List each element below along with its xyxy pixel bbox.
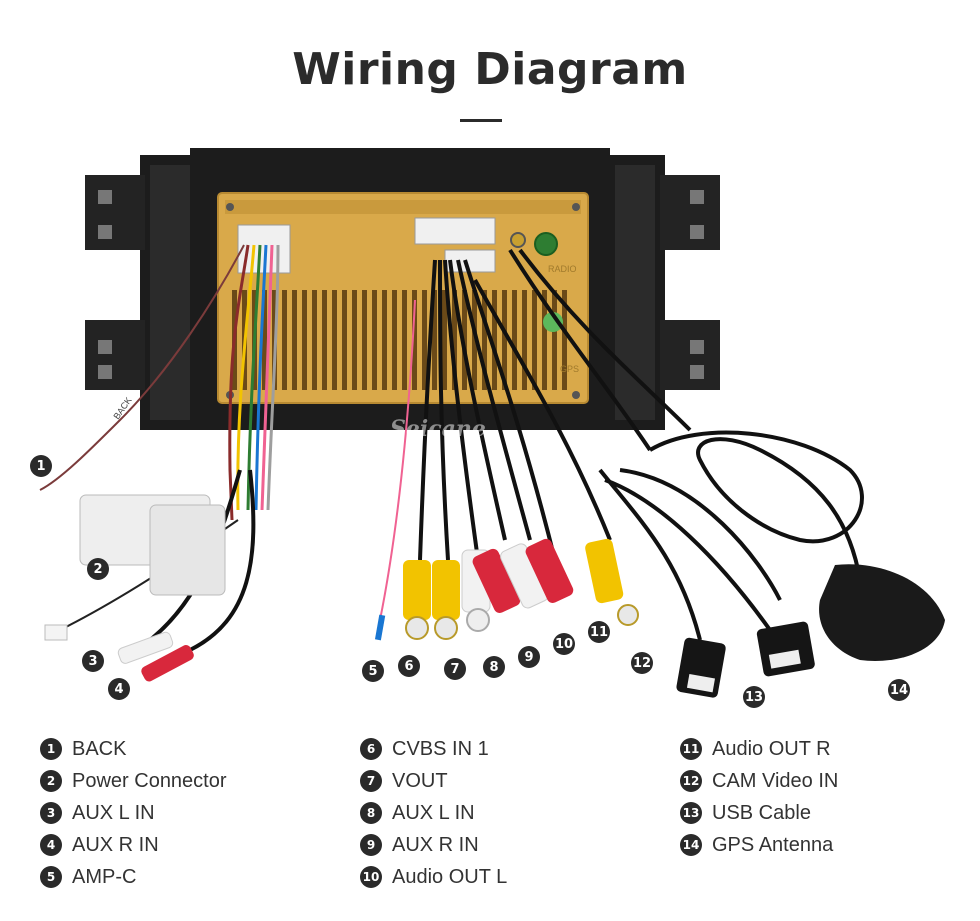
vent-slot — [562, 290, 567, 390]
callout-13: 13 — [743, 686, 765, 708]
vent-slot — [512, 290, 517, 390]
callout-3: 3 — [82, 650, 104, 672]
vent-slot — [442, 290, 447, 390]
watermark: Seicane — [390, 416, 486, 442]
title-underline — [460, 119, 502, 122]
vent-slot — [392, 290, 397, 390]
callout-4: 4 — [108, 678, 130, 700]
vent-slot — [412, 290, 417, 390]
vent-slot — [432, 290, 437, 390]
vent-slot — [532, 290, 537, 390]
vent-slot — [302, 290, 307, 390]
rca-cable-bundle — [379, 248, 692, 621]
callout-9: 9 — [518, 646, 540, 668]
vent-slot — [452, 290, 457, 390]
vent-slot — [332, 290, 337, 390]
vent-slot — [282, 290, 287, 390]
gps-antenna — [648, 430, 945, 661]
rca-jacks — [403, 538, 639, 640]
callout-14: 14 — [888, 679, 910, 701]
vent-slot — [382, 290, 387, 390]
gps-port-label: GPS — [560, 364, 579, 374]
vent-slot — [542, 290, 547, 390]
callout-12: 12 — [631, 652, 653, 674]
vent-slot — [502, 290, 507, 390]
callout-5: 5 — [362, 660, 384, 682]
vent-slot — [362, 290, 367, 390]
usb-cable — [598, 468, 782, 641]
vent-slot — [402, 290, 407, 390]
page-title: Wiring Diagram — [292, 44, 688, 95]
vent-slot — [352, 290, 357, 390]
vent-slot — [342, 290, 347, 390]
vent-slot — [482, 290, 487, 390]
vent-slot — [472, 290, 477, 390]
vent-slot — [312, 290, 317, 390]
vent-slot — [552, 290, 557, 390]
callout-8: 8 — [483, 656, 505, 678]
vent-slot — [372, 290, 377, 390]
vent-slot — [492, 290, 497, 390]
wiring-diagram-illustration: RADIO GPS BACK — [39, 148, 945, 698]
aux-rca-plugs-left — [117, 631, 194, 682]
vent-slot — [522, 290, 527, 390]
callout-11: 11 — [588, 621, 610, 643]
radio-port-label: RADIO — [548, 264, 577, 274]
callout-6: 6 — [398, 655, 420, 677]
callout-2: 2 — [87, 558, 109, 580]
power-connector — [44, 494, 226, 641]
vent-slot — [262, 290, 267, 390]
vent-slot — [322, 290, 327, 390]
vent-slot — [422, 290, 427, 390]
vent-slot — [292, 290, 297, 390]
callout-7: 7 — [444, 658, 466, 680]
callout-1: 1 — [30, 455, 52, 477]
callout-10: 10 — [553, 633, 575, 655]
